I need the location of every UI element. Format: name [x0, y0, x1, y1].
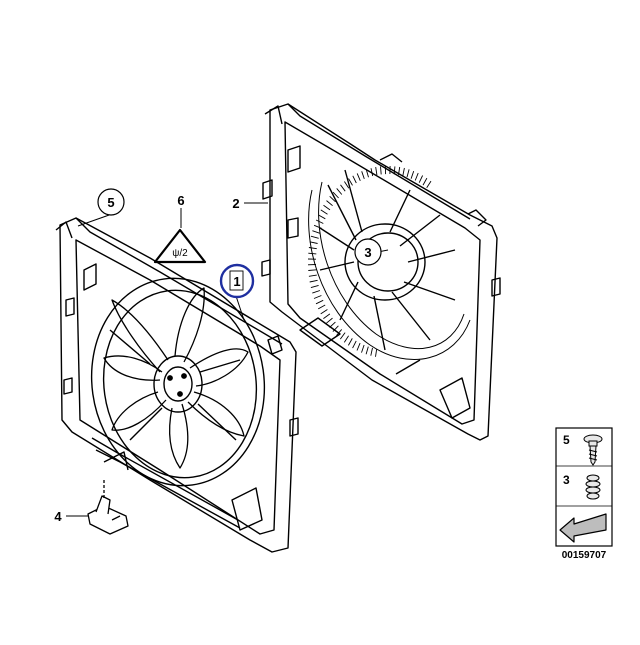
svg-text:4: 4 [54, 509, 62, 524]
callout-3[interactable]: 3 [355, 239, 381, 265]
shroud-fin [423, 178, 427, 185]
callout-2[interactable]: 2 [232, 196, 239, 211]
diagram-id: 00159707 [562, 550, 607, 561]
svg-text:2: 2 [232, 196, 239, 211]
shroud-fin [419, 176, 422, 183]
shroud-fin [403, 168, 405, 176]
callout-5[interactable]: 5 [98, 189, 124, 215]
shroud-fin [407, 169, 409, 177]
legend-item-5: 5 [563, 433, 570, 447]
svg-text:5: 5 [107, 195, 114, 210]
svg-text:1: 1 [233, 274, 240, 289]
svg-text:3: 3 [364, 245, 371, 260]
retaining-clip [88, 480, 128, 534]
hardware-legend: 5 3 00159707 [556, 428, 612, 561]
shroud-fin [411, 171, 414, 179]
warning-label-text: ψ/2 [172, 248, 188, 259]
callout-6[interactable]: 6 [177, 193, 184, 208]
legend-item-3: 3 [563, 473, 570, 487]
shroud-fin [427, 181, 431, 188]
svg-text:6: 6 [177, 193, 184, 208]
callout-4[interactable]: 4 [54, 509, 62, 524]
rear-fan-shroud [262, 104, 500, 440]
callout-1[interactable]: 1 [221, 265, 253, 297]
warning-label: ψ/2 [155, 230, 205, 262]
shroud-fin [415, 173, 418, 180]
